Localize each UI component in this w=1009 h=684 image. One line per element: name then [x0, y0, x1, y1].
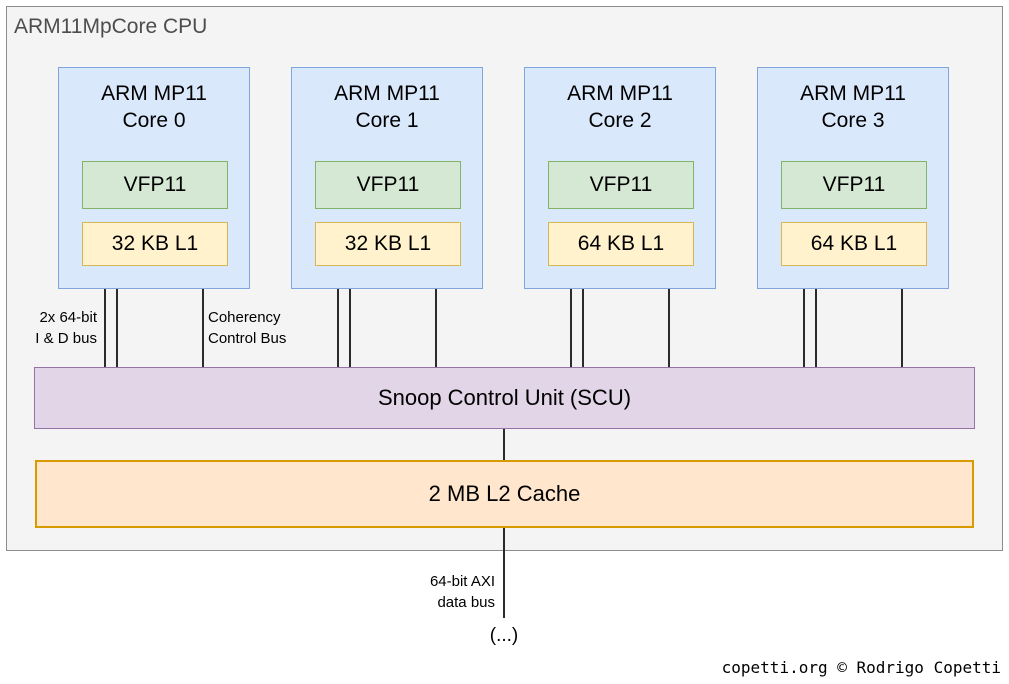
l1-cache-box-0: 32 KB L1	[82, 222, 228, 266]
l1-cache-box-3: 64 KB L1	[781, 222, 927, 266]
l2-cache-box: 2 MB L2 Cache	[35, 460, 974, 528]
coherency-bus-line-0	[202, 289, 204, 367]
snoop-control-unit-box: Snoop Control Unit (SCU)	[34, 367, 975, 429]
core-box-2: ARM MP11 Core 2 VFP11 64 KB L1	[524, 67, 716, 289]
id-bus-line-0b	[116, 289, 118, 367]
id-bus-line-3a	[803, 289, 805, 367]
core-box-3: ARM MP11 Core 3 VFP11 64 KB L1	[757, 67, 949, 289]
l1-cache-box-1: 32 KB L1	[315, 222, 461, 266]
id-bus-label: 2x 64-bit I & D bus	[35, 309, 97, 347]
core-label-3: ARM MP11 Core 3	[800, 82, 906, 132]
id-bus-line-0a	[104, 289, 106, 367]
core-label-2: ARM MP11 Core 2	[567, 82, 673, 132]
core-label-0: ARM MP11 Core 0	[101, 82, 207, 132]
attribution-text: copetti.org © Rodrigo Copetti	[721, 658, 1001, 677]
coherency-bus-line-1	[435, 289, 437, 367]
id-bus-line-2b	[582, 289, 584, 367]
axi-bus-label: 64-bit AXI data bus	[429, 573, 495, 611]
coherency-bus-label: Coherency Control Bus	[208, 309, 287, 347]
vfp-box-1: VFP11	[315, 161, 461, 209]
id-bus-line-3b	[815, 289, 817, 367]
vfp-box-2: VFP11	[548, 161, 694, 209]
core-box-1: ARM MP11 Core 1 VFP11 32 KB L1	[291, 67, 483, 289]
coherency-bus-line-3	[901, 289, 903, 367]
l1-cache-box-2: 64 KB L1	[548, 222, 694, 266]
vfp-box-3: VFP11	[781, 161, 927, 209]
scu-to-l2-line	[503, 429, 505, 460]
continuation-label: (...)	[489, 625, 519, 646]
vfp-box-0: VFP11	[82, 161, 228, 209]
core-label-1: ARM MP11 Core 1	[334, 82, 440, 132]
axi-bus-line	[503, 528, 505, 618]
core-box-0: ARM MP11 Core 0 VFP11 32 KB L1	[58, 67, 250, 289]
id-bus-line-1a	[337, 289, 339, 367]
id-bus-line-1b	[349, 289, 351, 367]
id-bus-line-2a	[570, 289, 572, 367]
coherency-bus-line-2	[668, 289, 670, 367]
page-title: ARM11MpCore CPU	[14, 15, 208, 38]
